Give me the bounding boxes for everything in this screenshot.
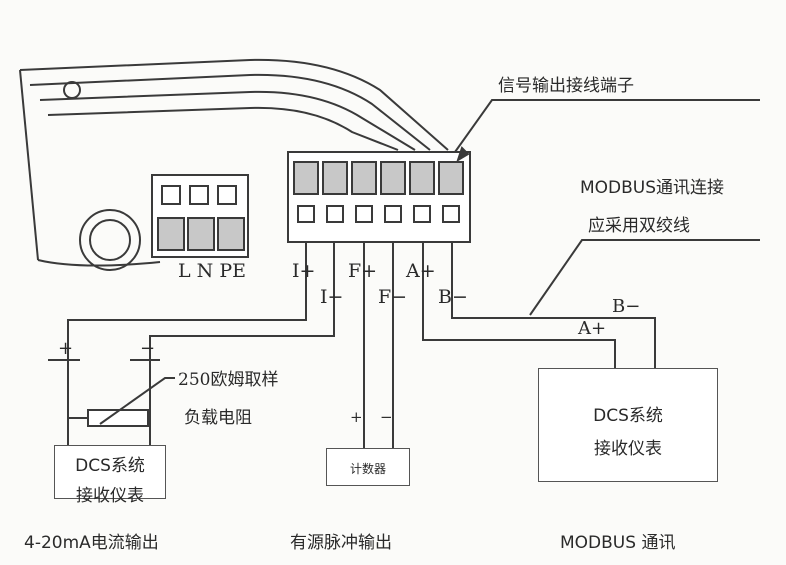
- a-plus-label: A+: [406, 260, 436, 282]
- counter-label: 计数器: [349, 462, 386, 476]
- housing-curve-4: [47, 106, 399, 151]
- power-terminal-label: L N PE: [178, 260, 246, 282]
- modbus-note-line2: 应采用双绞线: [588, 216, 690, 236]
- wire-a-plus: [422, 242, 616, 368]
- modbus-note-line1: MODBUS通讯连接: [580, 178, 725, 198]
- dcs-left-line2: 接收仪表: [76, 486, 144, 506]
- counter-minus-label: −: [380, 408, 393, 426]
- resistor-arrow: [99, 377, 175, 425]
- left-minus-label: −: [140, 338, 156, 359]
- housing-curve-2: [29, 73, 431, 151]
- housing-curve-3: [39, 90, 416, 151]
- terminal-leader: [454, 99, 760, 153]
- wire-i-plus: [67, 242, 307, 445]
- dcs-right-line2: 接收仪表: [594, 439, 662, 459]
- caption-modbus: MODBUS 通讯: [560, 533, 676, 553]
- housing-left: [19, 69, 39, 261]
- counter-plus-label: +: [350, 408, 363, 426]
- dcs-receiver-right: DCS系统 接收仪表: [538, 368, 718, 482]
- dcs-left-line1: DCS系统: [75, 456, 145, 476]
- dcs-receiver-left: DCS系统 接收仪表: [54, 445, 166, 506]
- b-minus-label: B−: [438, 286, 468, 308]
- i-plus-label: I+: [292, 260, 316, 282]
- housing-left-2: [37, 259, 161, 267]
- leader-arrow: [456, 146, 470, 163]
- signal-terminal-block: [287, 151, 471, 243]
- modbus-a-plus-label: A+: [578, 318, 607, 339]
- modbus-b-minus-label: B−: [612, 296, 641, 317]
- caption-current-output: 4-20mA电流输出: [24, 533, 159, 553]
- twisted-pair-leader: [529, 239, 760, 316]
- dcs-right-line1: DCS系统: [593, 406, 663, 426]
- resistor-label-2: 负载电阻: [184, 408, 252, 428]
- wire-i-minus: [149, 242, 335, 445]
- mount-hole: [63, 81, 81, 99]
- resistor-label-1: 250欧姆取样: [178, 370, 279, 390]
- housing-outline: [19, 58, 449, 151]
- signal-terminal-label: 信号输出接线端子: [498, 76, 634, 96]
- caption-pulse-output: 有源脉冲输出: [290, 533, 392, 553]
- cable-gland: [79, 209, 141, 271]
- f-plus-label: F+: [348, 260, 378, 282]
- wire-b-minus: [451, 242, 656, 368]
- left-plus-label: +: [58, 338, 74, 359]
- power-terminal-block: [151, 174, 249, 258]
- cable-gland-inner: [89, 219, 131, 261]
- f-minus-label: F−: [378, 286, 408, 308]
- i-minus-label: I−: [320, 286, 344, 308]
- counter-box: 计数器: [326, 448, 410, 486]
